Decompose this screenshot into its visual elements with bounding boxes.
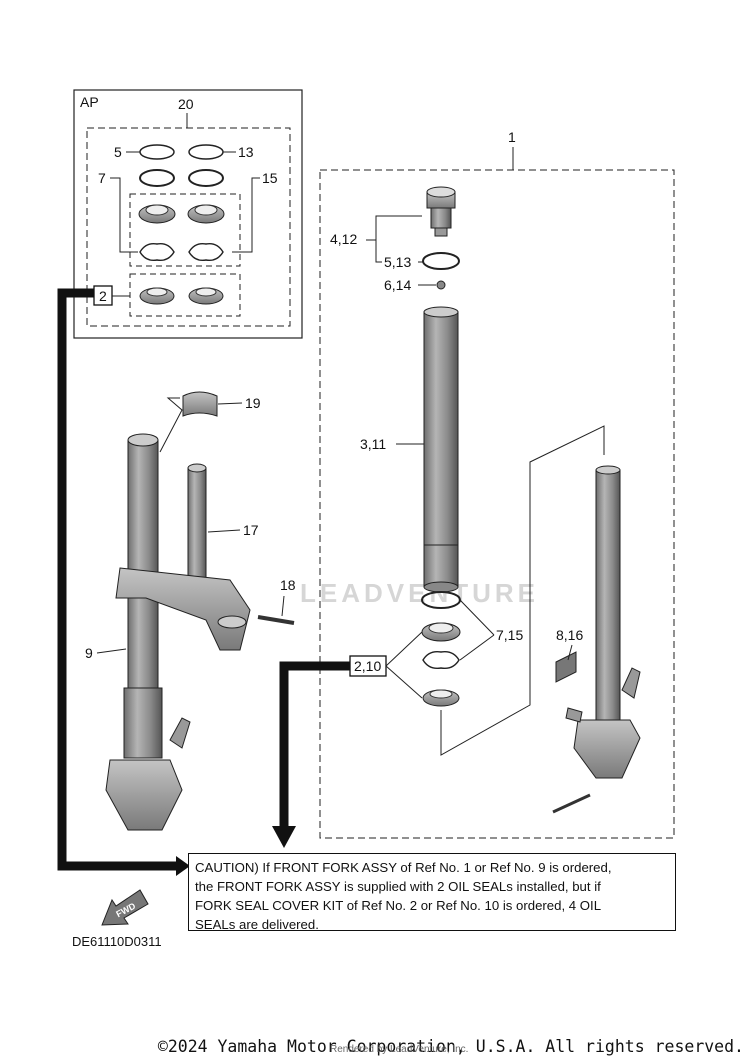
callout-20: 20 [178,96,194,112]
stopper-clip-left [139,242,175,262]
under-bracket [115,567,251,651]
o-ring-5-13 [422,252,460,270]
label-plate-8-16 [555,651,577,683]
front-fork-assy-9 [105,433,191,831]
oil-seal-left [138,204,176,224]
cross-reference-arrow-left [57,288,178,871]
dust-seal-left [139,287,175,305]
callout-1: 1 [508,129,516,145]
callout-18: 18 [280,577,296,593]
axle-bolt-right [552,793,591,814]
caution-line-4: SEALs are delivered. [195,917,319,932]
dust-seal-right [188,287,224,305]
o-ring-13 [188,144,224,160]
collar-19 [182,391,218,417]
fork-1-dashed-group [319,169,675,839]
ring-7-15-a [421,591,461,609]
seal-ring-15 [188,169,224,187]
watermark-text: LEADVENTURE [300,578,540,608]
seal-ring-7 [139,169,175,187]
callout-5-13: 5,13 [384,254,411,270]
callout-19: 19 [245,395,261,411]
callout-6-14: 6,14 [384,277,411,293]
o-ring-5 [139,144,175,160]
stopper-clip-fork [422,650,460,670]
cross-reference-arrow-middle [279,661,350,828]
callout-7-15: 7,15 [496,627,523,643]
outer-tube-right [565,465,641,779]
fwd-direction-icon: FWD [101,889,149,926]
caution-line-2: the FRONT FORK ASSY is supplied with 2 O… [195,879,601,894]
caution-note: CAUTION) If FRONT FORK ASSY of Ref No. 1… [188,853,676,932]
copyright-notice: ©2024 Yamaha Motor Corporation, U.S.A. A… [157,1037,744,1056]
oil-seal-right [187,204,225,224]
callout-5: 5 [114,144,122,160]
ap-kit-frame [73,89,303,339]
callout-8-16: 8,16 [556,627,583,643]
inner-tube-3-11 [423,306,459,593]
callout-3-11: 3,11 [360,436,386,452]
caution-line-1: CAUTION) If FRONT FORK ASSY of Ref No. 1… [195,860,612,875]
callout-4-12: 4,12 [330,231,357,247]
assembly-guide-line [440,425,605,756]
oil-seal-fork [421,622,461,642]
stopper-clip-right [188,242,224,262]
callout-2-10: 2,10 [354,658,381,674]
callout-2: 2 [99,288,107,304]
nut-6-14 [436,280,446,290]
callout-17: 17 [243,522,259,538]
ap-label: AP [80,94,99,110]
kit-20-dashed-group [86,127,291,327]
callout-13: 13 [238,144,254,160]
rendered-by-note: Rendered by LeadVenture, Inc. [330,1044,469,1055]
pinch-bolt-18 [257,615,295,625]
caution-line-3: FORK SEAL COVER KIT of Ref No. 2 or Ref … [195,898,602,913]
callout-7: 7 [98,170,106,186]
callout-9: 9 [85,645,93,661]
dust-seal-fork [422,689,460,707]
callout-15: 15 [262,170,278,186]
diagram-code: DE61110D0311 [72,934,162,949]
cap-bolt [426,186,456,237]
